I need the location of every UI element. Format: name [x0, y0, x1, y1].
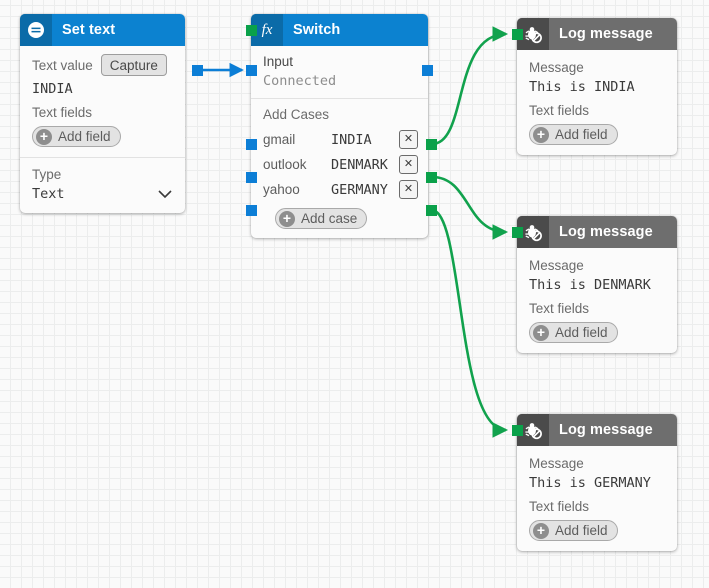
remove-case-button[interactable]: ✕: [399, 180, 418, 199]
node-switch-title: Switch: [293, 22, 341, 38]
switch-input-status: Connected: [263, 73, 337, 89]
plus-icon: +: [533, 324, 549, 341]
node-switch-cases-section: Add Cases gmail INDIA ✕ outlook DENMARK …: [251, 99, 428, 238]
message-label: Message: [529, 258, 584, 273]
switch-input-port[interactable]: [246, 65, 257, 76]
node-log-message-header[interactable]: Log message: [517, 18, 677, 50]
plus-icon: +: [533, 126, 549, 143]
log-message-input-port[interactable]: [512, 29, 523, 40]
case-row[interactable]: outlook DENMARK ✕: [263, 152, 418, 177]
text-fields-label: Text fields: [529, 499, 590, 514]
node-switch-header[interactable]: fx Switch: [251, 14, 428, 46]
remove-case-button[interactable]: ✕: [399, 155, 418, 174]
node-set-text-body: Text value Capture INDIA Text fields + A…: [20, 46, 185, 157]
node-switch[interactable]: fx Switch Input Connected Add Cases gmai…: [246, 14, 437, 238]
message-value: This is DENMARK: [529, 277, 651, 293]
add-cases-label: Add Cases: [263, 107, 330, 122]
add-field-button[interactable]: + Add field: [32, 126, 121, 147]
node-set-text-type-section: Type Text: [20, 158, 185, 213]
switch-input-label: Input: [263, 54, 294, 69]
message-value: This is GERMANY: [529, 475, 651, 491]
node-log-message-title: Log message: [559, 26, 653, 42]
case-key: yahoo: [263, 182, 300, 197]
plus-icon: +: [36, 128, 52, 145]
add-case-button[interactable]: + Add case: [275, 208, 368, 229]
set-text-divider: [20, 157, 185, 158]
add-field-label: Add field: [58, 129, 111, 144]
case-value: GERMANY: [331, 181, 388, 198]
type-label: Type: [32, 167, 62, 182]
lines-circle-icon: [20, 14, 52, 46]
case-output-port-yahoo[interactable]: [426, 205, 437, 216]
text-fields-label: Text fields: [529, 301, 590, 316]
case-row[interactable]: yahoo GERMANY ✕: [263, 177, 418, 202]
add-field-button[interactable]: + Add field: [529, 124, 618, 145]
type-value: Text: [32, 186, 65, 202]
case-input-port-gmail[interactable]: [246, 139, 257, 150]
node-log-message-body: Message This is INDIA Text fields + Add …: [517, 50, 677, 155]
case-input-port-outlook[interactable]: [246, 172, 257, 183]
add-case-label: Add case: [301, 211, 358, 226]
node-log-message-body: Message This is DENMARK Text fields + Ad…: [517, 248, 677, 353]
case-key: gmail: [263, 132, 296, 147]
node-log-message-header[interactable]: Log message: [517, 216, 677, 248]
node-log-message-title: Log message: [559, 224, 653, 240]
wire-case-outlook-to-log-2: [431, 175, 509, 240]
switch-header-port[interactable]: [246, 25, 257, 36]
wire-case-yahoo-to-log-3: [431, 208, 509, 438]
text-fields-label: Text fields: [529, 103, 590, 118]
remove-case-button[interactable]: ✕: [399, 130, 418, 149]
text-value-label: Text value: [32, 57, 93, 73]
add-field-label: Add field: [555, 325, 608, 340]
plus-icon: +: [279, 210, 295, 227]
capture-button[interactable]: Capture: [100, 54, 167, 76]
node-log-message-header[interactable]: Log message: [517, 414, 677, 446]
text-fields-label: Text fields: [32, 105, 93, 120]
add-field-button[interactable]: + Add field: [529, 322, 618, 343]
case-key: outlook: [263, 157, 307, 172]
switch-passthrough-output-port[interactable]: [422, 65, 433, 76]
case-input-port-yahoo[interactable]: [246, 205, 257, 216]
switch-divider: [251, 98, 428, 99]
log-message-input-port[interactable]: [512, 425, 523, 436]
node-set-text[interactable]: Set text Text value Capture INDIA Text f…: [20, 14, 203, 213]
node-switch-input-section: Input Connected: [251, 46, 428, 98]
node-log-message-title: Log message: [559, 422, 653, 438]
log-message-input-port[interactable]: [512, 227, 523, 238]
case-value: DENMARK: [331, 156, 388, 173]
add-field-label: Add field: [555, 127, 608, 142]
node-set-text-header[interactable]: Set text: [20, 14, 185, 46]
wire-case-gmail-to-log-1: [431, 26, 509, 146]
set-text-output-port[interactable]: [192, 65, 203, 76]
case-row[interactable]: gmail INDIA ✕: [263, 127, 418, 152]
message-value: This is INDIA: [529, 79, 635, 95]
add-field-button[interactable]: + Add field: [529, 520, 618, 541]
message-label: Message: [529, 456, 584, 471]
node-log-message[interactable]: Log message Message This is INDIA Text f…: [512, 18, 677, 155]
add-field-label: Add field: [555, 523, 608, 538]
node-log-message[interactable]: Log message Message This is DENMARK Text…: [512, 216, 677, 353]
chevron-down-icon[interactable]: [157, 188, 173, 201]
text-value-readout: INDIA: [32, 81, 73, 97]
node-log-message[interactable]: Log message Message This is GERMANY Text…: [512, 414, 677, 551]
node-set-text-title: Set text: [62, 22, 116, 38]
case-output-port-gmail[interactable]: [426, 139, 437, 150]
case-value: INDIA: [331, 131, 372, 148]
case-output-port-outlook[interactable]: [426, 172, 437, 183]
node-log-message-body: Message This is GERMANY Text fields + Ad…: [517, 446, 677, 551]
message-label: Message: [529, 60, 584, 75]
plus-icon: +: [533, 522, 549, 539]
